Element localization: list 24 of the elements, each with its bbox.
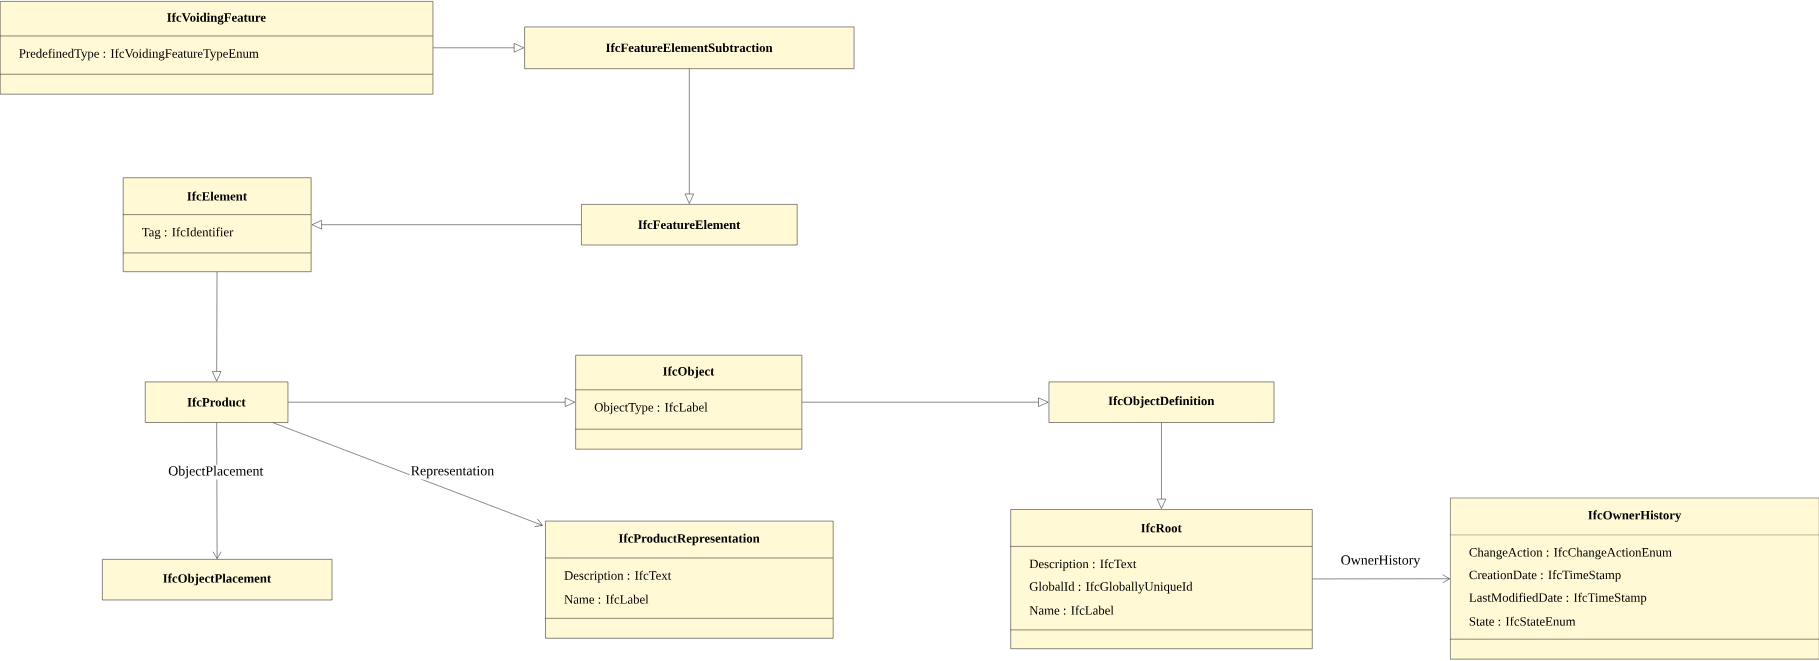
class-box: IfcVoidingFeature PredefinedType : IfcVoidingFeatureTypeEnum	[0, 1, 434, 95]
class-box: IfcObject ObjectType : IfcLabel	[575, 354, 803, 450]
class-box: IfcProduct	[145, 381, 289, 423]
edge-label: ObjectPlacement	[167, 464, 265, 480]
class-box: IfcOwnerHistory ChangeAction : IfcChangeActionEnum CreationDate : IfcTimeStamp LastModifiedDate : IfcTimeStamp State : IfcStateEnum	[1449, 497, 1819, 660]
class-box: IfcFeatureElement	[581, 204, 798, 246]
association-arrow	[272, 422, 543, 527]
edge-label: OwnerHistory	[1339, 554, 1422, 569]
inheritance-arrow	[212, 271, 222, 382]
inheritance-arrow	[287, 397, 576, 407]
edge-label: Representation	[409, 464, 496, 480]
class-box: IfcElement Tag : IfcIdentifier	[122, 177, 312, 272]
inheritance-arrow	[432, 43, 525, 53]
inheritance-arrow	[311, 220, 582, 230]
class-box: IfcFeatureElementSubtraction	[524, 26, 855, 69]
association-arrow	[212, 422, 222, 559]
inheritance-arrow	[801, 397, 1049, 407]
class-box: IfcProductRepresentation Description : IfcText Name : IfcLabel	[545, 520, 834, 639]
inheritance-arrow	[1156, 422, 1167, 509]
association-arrow	[1312, 574, 1450, 583]
class-box: IfcObjectPlacement	[102, 559, 333, 601]
class-box: IfcObjectDefinition	[1048, 381, 1275, 423]
inheritance-arrow	[684, 68, 694, 204]
class-box: IfcRoot Description : IfcText GlobalId : IfcGloballyUniqueId Name : IfcLabel	[1010, 509, 1313, 649]
